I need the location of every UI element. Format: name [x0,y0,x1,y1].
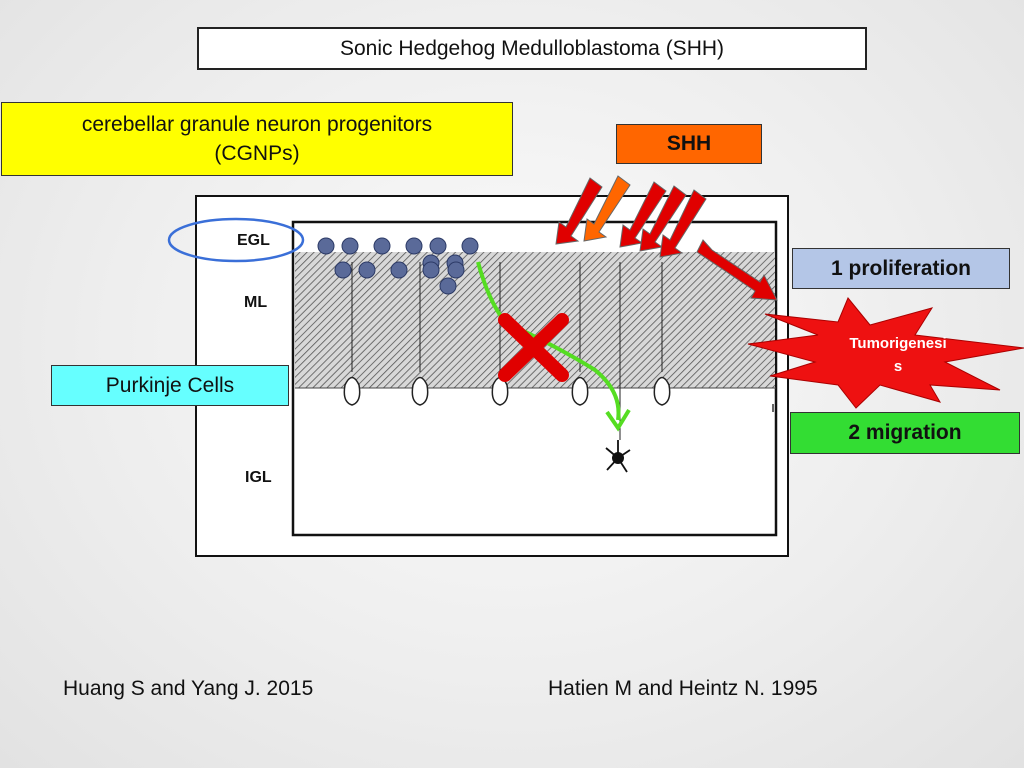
citation-right: Hatien M and Heintz N. 1995 [548,677,818,700]
molecular-layer [295,252,775,388]
citation-left: Huang S and Yang J. 2015 [63,677,314,700]
shh-signal-arrows [555,175,778,301]
migration-label-box: 2 migration [790,412,1020,454]
migration-arrowhead-icon [605,408,631,432]
cgnp-label-box: cerebellar granule neuron progenitors (C… [1,102,513,176]
purkinje-label-text: Purkinje Cells [105,373,235,397]
shh-arrow-1 [555,177,603,245]
shh-arrow-3 [619,181,667,248]
tumorigenesis-line2: s [894,358,902,375]
granule-neuron-icon [605,440,631,473]
shh-label-text: SHH [666,132,712,155]
shh-arrow-2 [583,175,631,242]
egl-label: EGL [237,232,270,249]
shh-arrow-4 [639,185,687,252]
migration-label-text: 2 migration [848,421,962,444]
red-x-cross-icon [498,313,569,382]
slide-title: Sonic Hedgehog Medulloblastoma (SHH) [197,27,867,70]
red-starburst-icon [747,297,1024,409]
slide-title-text: Sonic Hedgehog Medulloblastoma (SHH) [339,36,725,60]
migration-arrow [476,261,621,421]
proliferation-label-box: 1 proliferation [792,248,1010,289]
egl-highlight-ellipse [167,217,305,263]
ml-label: ML [244,294,267,311]
cgnp-label-line1: cerebellar granule neuron progenitors [81,113,433,136]
proliferation-label-text: 1 proliferation [830,256,972,280]
shh-label-box: SHH [616,124,762,164]
tumorigenesis-line1: Tumorigenesi [849,335,946,352]
igl-label: IGL [245,469,272,486]
shh-to-tumor-arrow [696,239,778,301]
cgnp-cells [317,237,479,295]
purkinje-label-box: Purkinje Cells [51,365,289,406]
purkinje-cells [343,376,671,406]
shh-arrow-5 [659,189,707,258]
cgnp-label-line2: (CGNPs) [214,142,300,165]
